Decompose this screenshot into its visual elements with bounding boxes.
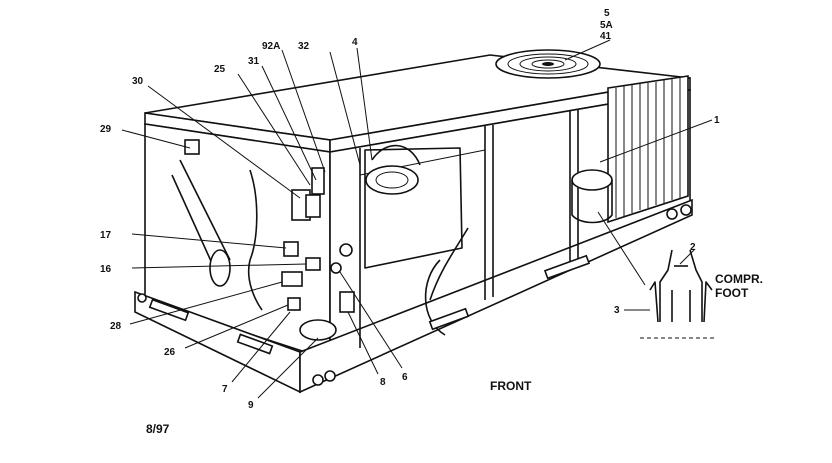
callout-3: 3 <box>614 305 620 316</box>
condenser-coil-grille <box>607 75 689 224</box>
callout-32: 32 <box>298 41 310 52</box>
callout-1: 1 <box>714 115 720 126</box>
callout-5: 5 <box>604 8 610 19</box>
base-rail-front <box>299 198 693 394</box>
date-code: 8/97 <box>146 422 170 436</box>
blower-housing <box>364 144 469 336</box>
condenser-fan <box>495 49 601 79</box>
callout-29: 29 <box>100 124 112 135</box>
leader-lines <box>121 39 713 399</box>
compressor-foot-inset <box>640 249 716 339</box>
callout-92a: 92A <box>262 41 280 52</box>
inset-label-line2: FOOT <box>715 286 749 300</box>
callout-4: 4 <box>352 37 358 48</box>
callout-25: 25 <box>214 64 226 75</box>
callout-7: 7 <box>222 384 228 395</box>
callout-41: 41 <box>600 31 612 42</box>
callout-labels: 5 5A 41 4 32 92A 31 25 30 29 1 17 16 28 … <box>100 8 720 411</box>
callout-30: 30 <box>132 76 144 87</box>
front-label: FRONT <box>490 379 532 393</box>
callout-6: 6 <box>402 372 408 383</box>
callout-2: 2 <box>690 242 696 253</box>
callout-17: 17 <box>100 230 112 241</box>
unit-cabinet <box>134 54 693 394</box>
callout-26: 26 <box>164 347 176 358</box>
callout-9: 9 <box>248 400 254 411</box>
callout-31: 31 <box>248 56 260 67</box>
callout-28: 28 <box>110 321 122 332</box>
callout-5a: 5A <box>600 20 613 31</box>
callout-8: 8 <box>380 377 386 388</box>
compressor <box>571 169 613 224</box>
control-panel <box>171 139 355 341</box>
callout-16: 16 <box>100 264 112 275</box>
inset-label-line1: COMPR. <box>715 272 763 286</box>
base-rail-slots <box>137 204 692 386</box>
